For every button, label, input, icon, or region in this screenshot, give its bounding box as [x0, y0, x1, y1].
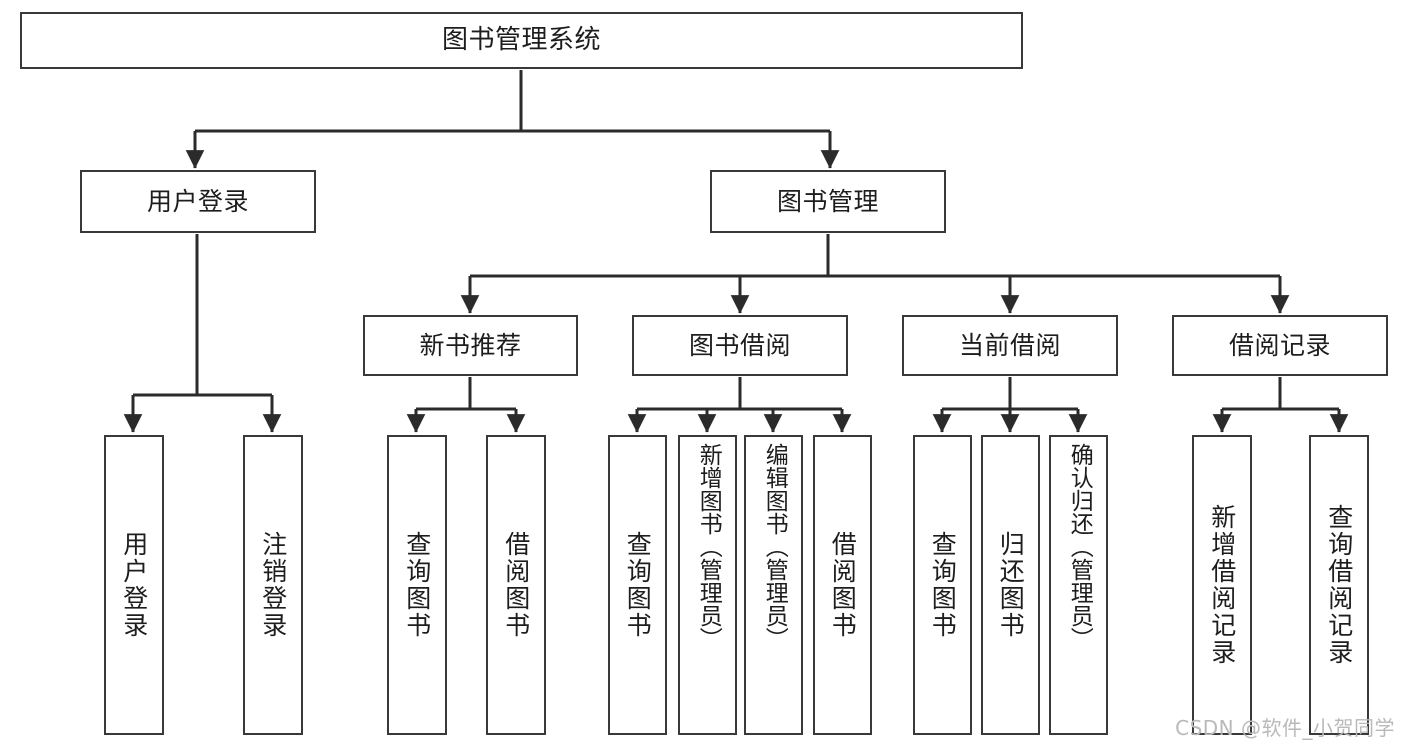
node-label: 借阅图书: [828, 531, 858, 639]
leaf-logout-login[interactable]: 注销登录: [243, 435, 303, 735]
node-user-login[interactable]: 用户登录: [80, 170, 316, 233]
leaf-query-book-new-rec[interactable]: 查询图书: [387, 435, 447, 735]
node-label: 图书借阅: [688, 330, 791, 360]
leaf-user-login[interactable]: 用户登录: [104, 435, 164, 735]
node-book-management[interactable]: 图书管理: [710, 170, 946, 233]
node-label: 新书推荐: [419, 330, 522, 360]
node-label: 用户登录: [119, 531, 149, 639]
node-label: 查询图书: [623, 531, 653, 639]
node-label: 查询图书: [928, 531, 958, 639]
node-label: 新增图书（管理员）: [695, 443, 722, 650]
node-label: 当前借阅: [958, 330, 1061, 360]
node-label: 查询借阅记录: [1324, 504, 1354, 666]
node-label: 图书管理: [776, 186, 879, 216]
node-borrow-record[interactable]: 借阅记录: [1172, 315, 1388, 376]
leaf-return-book[interactable]: 归还图书: [981, 435, 1040, 735]
node-label: 确认归还（管理员）: [1066, 443, 1093, 650]
node-label: 新增借阅记录: [1207, 504, 1237, 666]
node-label: 借阅记录: [1228, 330, 1331, 360]
node-label: 编辑图书（管理员）: [761, 443, 788, 650]
leaf-query-borrow-record[interactable]: 查询借阅记录: [1309, 435, 1369, 735]
node-book-management-system[interactable]: 图书管理系统: [20, 12, 1023, 69]
node-label: 归还图书: [996, 531, 1026, 639]
node-current-borrow[interactable]: 当前借阅: [902, 315, 1118, 376]
leaf-query-book-current[interactable]: 查询图书: [913, 435, 972, 735]
node-new-book-recommendation[interactable]: 新书推荐: [363, 315, 578, 376]
node-label: 注销登录: [258, 531, 288, 639]
node-label: 借阅图书: [501, 531, 531, 639]
leaf-query-book-borrow[interactable]: 查询图书: [608, 435, 667, 735]
node-label: 图书管理系统: [441, 25, 601, 56]
node-book-borrow[interactable]: 图书借阅: [632, 315, 848, 376]
leaf-borrow-book-borrow[interactable]: 借阅图书: [813, 435, 872, 735]
leaf-add-borrow-record[interactable]: 新增借阅记录: [1192, 435, 1252, 735]
leaf-edit-book-admin[interactable]: 编辑图书（管理员）: [744, 435, 803, 735]
leaf-add-book-admin[interactable]: 新增图书（管理员）: [678, 435, 737, 735]
node-label: 查询图书: [402, 531, 432, 639]
watermark-text: CSDN @软件_小贺同学: [1175, 716, 1395, 740]
leaf-borrow-book-new-rec[interactable]: 借阅图书: [486, 435, 546, 735]
node-label: 用户登录: [146, 186, 249, 216]
leaf-confirm-return-admin[interactable]: 确认归还（管理员）: [1049, 435, 1108, 735]
